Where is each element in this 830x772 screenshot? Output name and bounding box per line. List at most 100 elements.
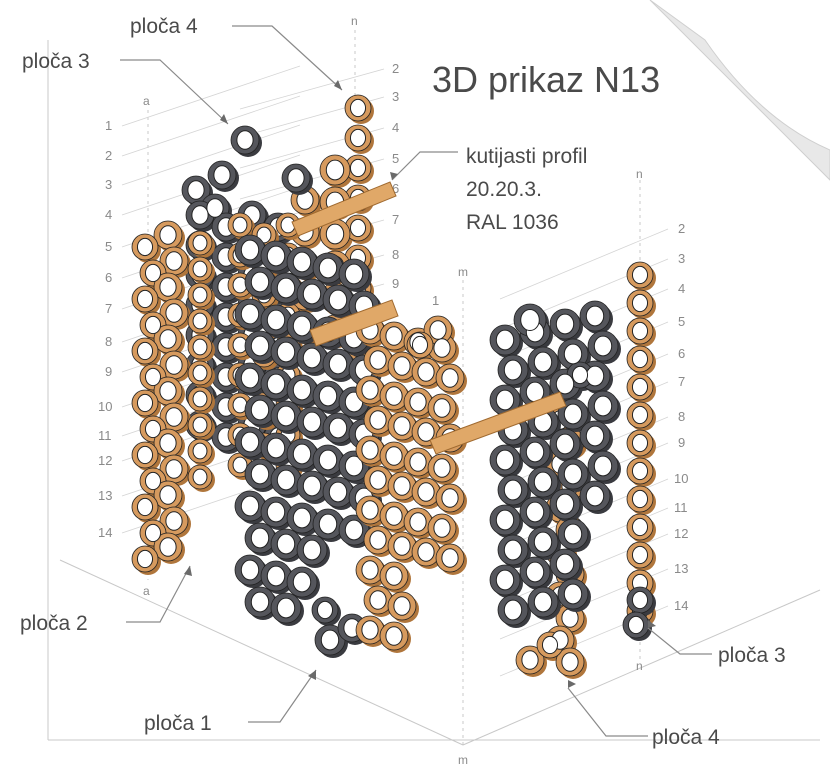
plate-hole [361,500,379,520]
plate-hole [555,493,575,515]
guide-left-4 [121,154,301,216]
plate-hole [520,308,540,332]
plate-hole [385,566,403,586]
right-tick-labels: 2 3 4 5 6 7 8 9 10 11 12 13 14 [674,221,688,613]
plate-hole [165,355,183,375]
plate-hole [563,403,583,425]
plate-hole [136,237,154,257]
plate-hole [369,530,387,550]
page-curl [649,0,830,181]
plate-hole [328,289,348,311]
plate-hole [292,507,312,529]
arrowhead-bottom-plate4 [568,680,576,688]
plate-hole [533,531,553,553]
plate-hole [385,446,403,466]
callout-bottom-plate4: ploča 4 [652,726,720,749]
right-tick-13: 13 [674,561,688,576]
arrowhead-top-plate3 [220,114,228,124]
plate-hole [555,433,575,455]
right-tick-14: 14 [674,598,688,613]
plate-middle [355,315,467,653]
plate-hole [159,433,177,453]
plate-hole [136,549,154,569]
plate-hole [585,425,605,447]
plate-hole [349,128,367,148]
right-tick-12: 12 [674,526,688,541]
leader-right-plate3 [647,627,712,655]
top-tick-4: 4 [392,120,399,135]
plate-hole [302,411,322,433]
plate-hole [533,351,553,373]
plate-hole [325,223,345,245]
left-tick-9: 9 [105,364,112,379]
plate-hole [287,168,305,188]
plate-hole [328,353,348,375]
plate-hole [165,303,183,323]
plate-hole [240,495,260,517]
plate-hole [325,159,345,181]
plate-hole [144,315,162,335]
plate-hole [495,449,515,471]
guide-right-1 [499,228,669,300]
plate-hole [631,489,649,509]
plate-hole [187,180,205,200]
plate-hole [361,620,379,640]
plate-hole [240,239,260,261]
right-tick-11: 11 [674,500,688,515]
plate-hole [206,198,224,218]
plate-hole [144,263,162,283]
plate-hole [571,365,589,385]
callout-plate1: ploča 1 [144,712,212,735]
plate-hole [503,359,523,381]
plate-hole [533,471,553,493]
profile-note: kutijasti profil 20.20.3. RAL 1036 [466,145,587,234]
plate-hole [563,523,583,545]
plate-hole [159,329,177,349]
top-tick-6: 6 [392,181,399,196]
plate-hole [525,501,545,523]
leader-bottom-plate4 [567,687,648,737]
plate-hole [292,571,312,593]
callout-arrowheads [184,80,656,688]
axis-letters: a a n n n m m [143,14,643,767]
plate-hole [409,392,427,412]
left-tick-1: 1 [105,118,112,133]
profile-note-line2: 20.20.3. [466,178,542,201]
plate-hole [159,381,177,401]
plate-hole [429,320,447,340]
plate-hole [136,289,154,309]
left-tick-5: 5 [105,239,112,254]
plate-hole [393,416,411,436]
plate-hole [385,386,403,406]
page-curl-fold [649,0,830,181]
plate-hole [631,461,649,481]
plate-hole [266,501,286,523]
plate-hole [344,263,364,285]
plate-hole [250,463,270,485]
axis-a-bottom: a [143,584,150,598]
plate-hole [165,251,183,271]
axis-m-mid: m [458,265,468,279]
plate-hole [627,615,645,635]
plate-hole [361,560,379,580]
plate-hole [349,158,367,178]
plate-hole [409,512,427,532]
plate-hole [349,98,367,118]
plate-hole [266,245,286,267]
plate-hole [344,519,364,541]
plate-hole [232,456,248,474]
plate-hole [369,470,387,490]
plate-hole [236,130,254,150]
plate-hole [250,271,270,293]
plate-hole [276,597,296,619]
plate-hole [344,455,364,477]
plate-hole [433,518,451,538]
plate-hole [585,365,605,387]
top-tick-7: 7 [392,212,399,227]
top-tick-8: 8 [392,247,399,262]
plate-hole [192,312,208,330]
plate-3-right [489,300,656,641]
guide-top-1 [239,68,385,110]
plate-hole [585,305,605,327]
plate-hole [192,286,208,304]
